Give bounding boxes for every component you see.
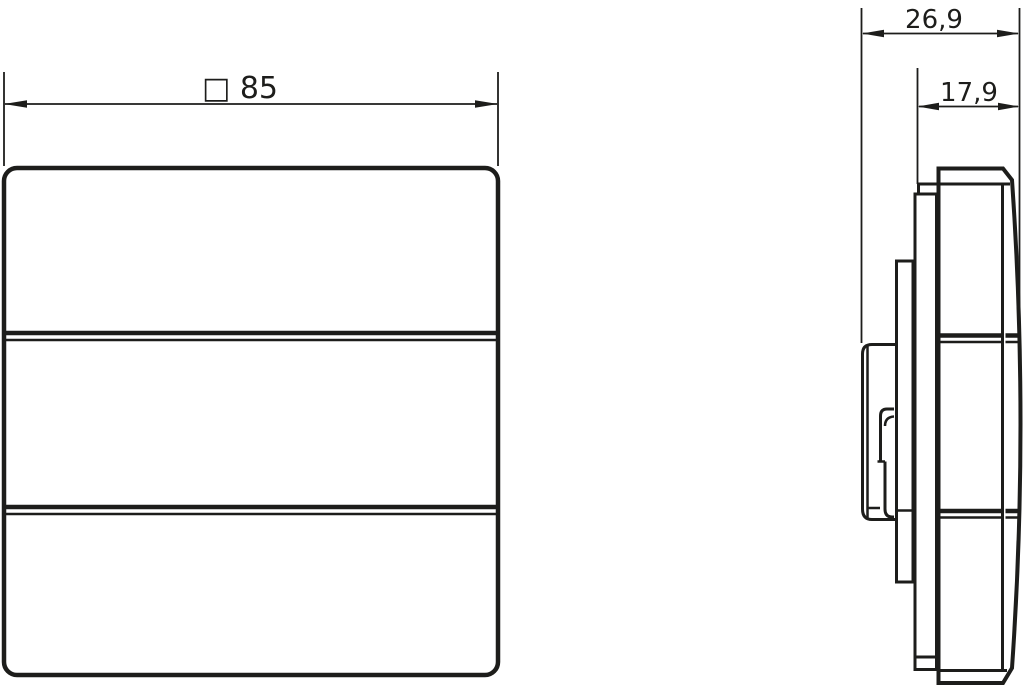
side-carrier-plate (895, 259, 915, 584)
insert-clamp-outer (879, 407, 894, 461)
side-frame-bottom-step (913, 655, 938, 671)
side-frame (913, 192, 938, 659)
total-depth-dimension: 26,9 (860, 5, 1021, 428)
front-view (1, 165, 501, 678)
side-view (861, 166, 1023, 685)
total-depth-label: 26,9 (905, 5, 963, 35)
side-flush-mount-insert (861, 343, 895, 521)
arrowhead-left-icon (862, 29, 884, 38)
side-button-plate-outline (936, 166, 1023, 685)
arrowhead-left-icon (917, 102, 939, 111)
front-protrusion-dimension: 17,9 (916, 68, 1020, 184)
arrowhead-right-icon (998, 102, 1020, 111)
front-width-dimension: □ 85 (3, 71, 499, 166)
arrowhead-left-icon (4, 100, 27, 108)
insert-clamp-inner-arc (883, 415, 895, 427)
insert-clamp-foot (883, 461, 894, 519)
arrowhead-right-icon (997, 29, 1019, 38)
arrowhead-right-icon (475, 100, 498, 108)
front-protrusion-label: 17,9 (940, 78, 998, 108)
front-plate-outline (1, 165, 501, 678)
front-width-label: □ 85 (202, 71, 278, 106)
